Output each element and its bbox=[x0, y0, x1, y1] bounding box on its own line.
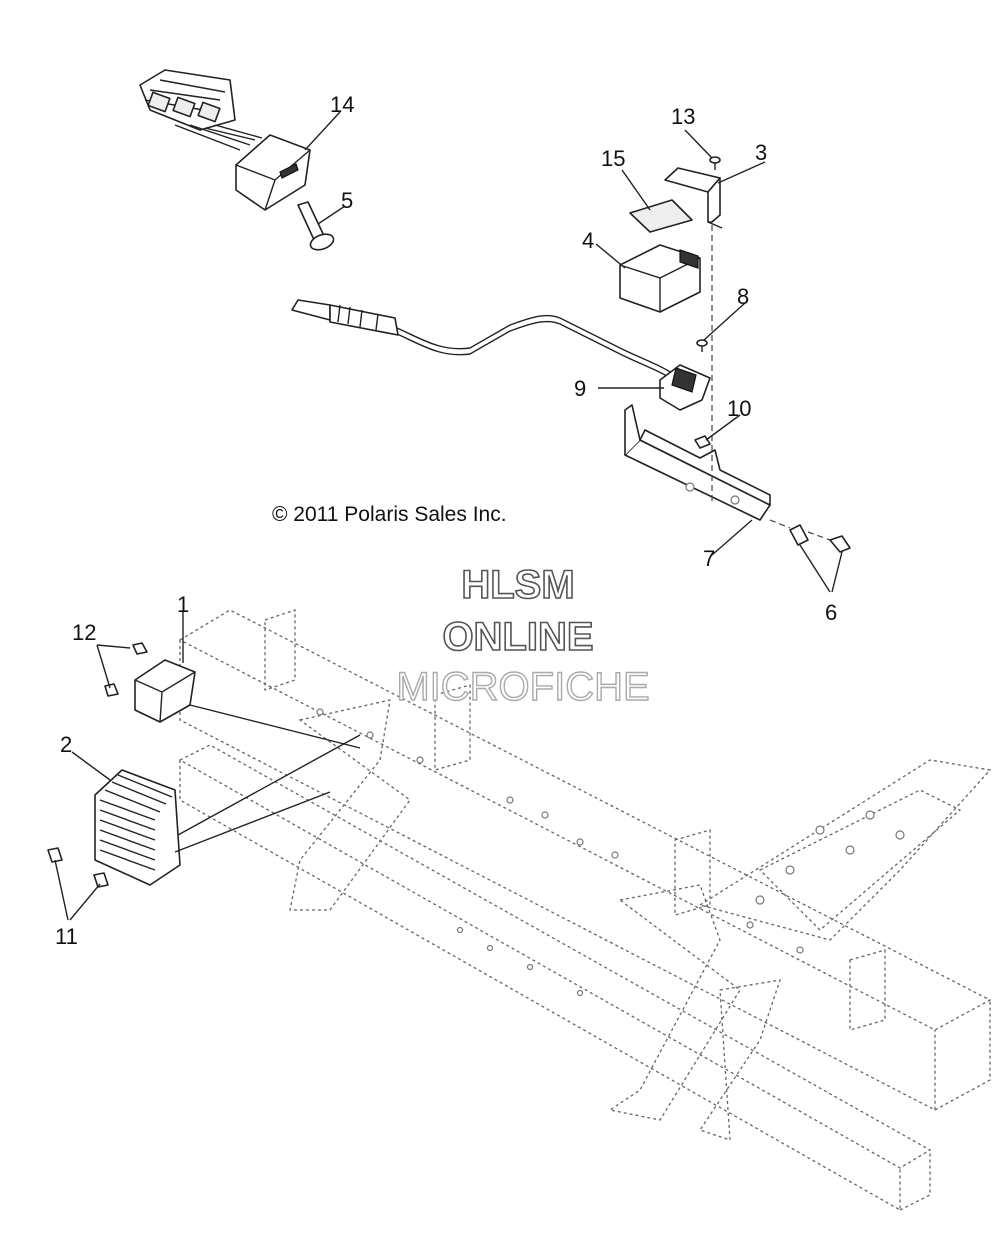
callout-7: 7 bbox=[703, 546, 715, 571]
callout-10: 10 bbox=[727, 396, 751, 421]
screws-part-11 bbox=[47, 847, 109, 888]
relay-part-1 bbox=[134, 659, 361, 749]
sensor-part-9 bbox=[291, 299, 711, 411]
copyright-notice: © 2011 Polaris Sales Inc. bbox=[272, 503, 507, 526]
callout-8: 8 bbox=[737, 284, 749, 309]
frame-phantom bbox=[178, 609, 992, 1212]
watermark: HLSM ONLINE MICROFICHE bbox=[396, 562, 651, 710]
watermark-line-1: HLSM bbox=[461, 563, 574, 607]
callout-2: 2 bbox=[60, 732, 72, 757]
bolt-part-5 bbox=[297, 201, 335, 251]
module-part-4 bbox=[619, 244, 701, 313]
callout-6: 6 bbox=[825, 600, 837, 625]
mounting-bracket-part-7 bbox=[624, 404, 771, 521]
callout-13: 13 bbox=[671, 104, 695, 129]
callout-11: 11 bbox=[55, 924, 78, 949]
callout-5: 5 bbox=[341, 188, 353, 213]
harness-connector-part-14 bbox=[139, 69, 311, 211]
callout-1: 1 bbox=[177, 592, 189, 617]
callout-labels: 14 5 13 3 15 4 8 9 10 7 6 1 12 2 11 bbox=[55, 92, 837, 949]
callout-12: 12 bbox=[72, 620, 96, 645]
leader-lines bbox=[54, 111, 843, 921]
callout-4: 4 bbox=[582, 228, 594, 253]
bracket-part-3 bbox=[664, 167, 723, 229]
fasteners-part-6 bbox=[769, 519, 851, 553]
pad-part-15 bbox=[629, 199, 693, 233]
nut-part-10 bbox=[694, 435, 711, 449]
regulator-part-2 bbox=[94, 734, 361, 886]
screws-part-12 bbox=[104, 642, 148, 697]
watermark-line-2: ONLINE bbox=[442, 615, 593, 659]
callout-9: 9 bbox=[574, 376, 586, 401]
callout-3: 3 bbox=[755, 140, 767, 165]
callout-15: 15 bbox=[601, 146, 625, 171]
callout-14: 14 bbox=[330, 92, 354, 117]
screw-part-13 bbox=[709, 156, 721, 170]
screw-part-8 bbox=[696, 339, 708, 352]
watermark-line-3: MICROFICHE bbox=[396, 665, 649, 709]
